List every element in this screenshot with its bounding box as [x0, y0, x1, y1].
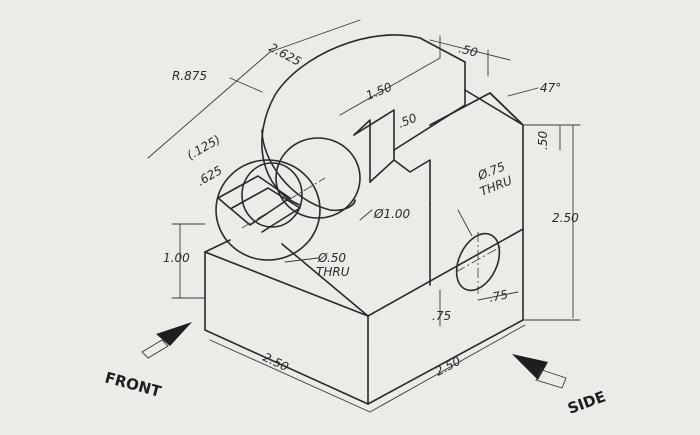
dim-dia50: Ø.50 — [317, 251, 346, 265]
dim-50-right: .50 — [536, 131, 550, 150]
dim-625: .625 — [195, 163, 225, 188]
slot-left-wall — [353, 119, 371, 183]
dim-150-line — [339, 57, 441, 116]
dim-125: (.125) — [185, 132, 223, 162]
side-label: SIDE — [565, 387, 608, 417]
dim-2625: 2.625 — [267, 40, 304, 68]
base-side-face — [367, 228, 524, 405]
upright-block — [353, 37, 524, 230]
side-arrowhead — [512, 354, 548, 380]
boss-front-arc — [261, 129, 356, 212]
slot-step — [393, 149, 431, 206]
front-arrow-shaft — [141, 339, 169, 359]
dim-75h-line — [477, 291, 519, 301]
dim-250-right: 2.50 — [552, 211, 579, 225]
dim-250-front: 2.50 — [261, 350, 291, 374]
front-arrow: FRONT — [103, 322, 192, 401]
side-arrow-shaft — [535, 369, 567, 389]
slot-bottom-edge — [369, 159, 395, 183]
rounded-boss — [261, 34, 421, 219]
pin-key-flat — [217, 175, 291, 226]
upright-top-right — [464, 89, 524, 126]
dim-50a: .50 — [396, 111, 419, 131]
side-hole — [455, 232, 503, 294]
dim-dia100: Ø1.00 — [373, 207, 411, 221]
upright-top-back — [419, 37, 466, 63]
side-hole-centerline-h — [455, 245, 503, 273]
dim-150: 1.50 — [364, 80, 394, 103]
dim-250-side-line — [369, 324, 526, 413]
boss-outer-arc — [261, 34, 421, 206]
dim-75h: .75 — [488, 287, 510, 305]
dim-250-front-line — [209, 339, 371, 413]
base-top-edge-front — [281, 243, 369, 317]
slot-floor — [353, 109, 395, 151]
pin-centerline — [241, 177, 326, 229]
cylinder-pin — [215, 159, 326, 261]
dim-75v: .75 — [432, 309, 451, 323]
dim-r875: R.875 — [172, 69, 207, 83]
chamfer-edge — [489, 92, 524, 126]
dimension-lines — [147, 19, 581, 413]
upright-side-top — [429, 92, 524, 230]
boss-circle — [275, 137, 361, 219]
front-label: FRONT — [103, 368, 164, 400]
dim-ang47: 47° — [540, 81, 561, 95]
dim-250-side: 2.50 — [433, 354, 463, 379]
pin-key-depth — [231, 187, 301, 233]
dim-50-top: .50 — [457, 41, 479, 60]
ang47-leader — [507, 87, 539, 97]
dia100-leader — [359, 209, 373, 221]
pin-outer-ellipse — [215, 159, 321, 261]
dia75-leader — [457, 209, 473, 237]
side-arrow: SIDE — [512, 354, 608, 418]
side-hole-ellipse — [455, 232, 501, 292]
front-arrowhead — [156, 322, 192, 346]
dim-2625-line-a — [269, 19, 361, 53]
r875-leader — [229, 77, 263, 93]
dia50-leader — [284, 257, 319, 263]
dim-50-top-line — [429, 39, 511, 61]
pin-face-ellipse — [241, 162, 303, 228]
dim-100: 1.00 — [163, 251, 190, 265]
dim-2625-line-b — [147, 51, 271, 159]
base-top-edge-left — [204, 239, 231, 253]
base-block — [204, 204, 524, 405]
dim-thru1: THRU — [316, 265, 350, 279]
slot-back — [393, 61, 466, 151]
